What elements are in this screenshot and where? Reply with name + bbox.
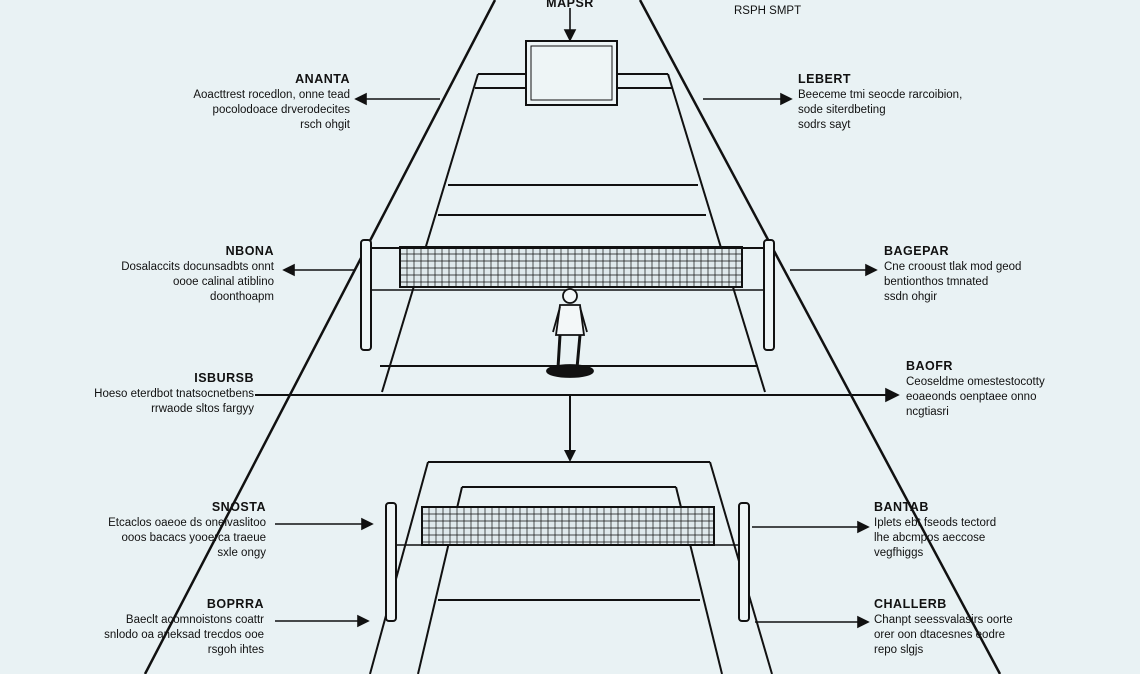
right-callout: CHALLERB Chanpt seessvalasirs oorte orer… xyxy=(874,597,1013,658)
callout-line: Etcaclos oaeoe ds onelvaslitoo xyxy=(108,517,266,529)
callout-line: pocolodoace drverodecites xyxy=(212,104,350,116)
callout-line: ssdn ohgir xyxy=(884,291,938,303)
upper-net xyxy=(360,239,775,351)
right-callout: LEBERT Beeceme tmi seocde rarcoibion, so… xyxy=(798,72,962,133)
callout-line: eoaeonds oenptaee onno xyxy=(906,391,1037,403)
top-label: MAPSR xyxy=(530,0,610,12)
left-callout: BOPRRA Baeclt acomnoistons coattr snlodo… xyxy=(104,597,264,658)
callout-line: Iplets ebt fseods tectord xyxy=(874,517,997,529)
callout-title: LEBERT xyxy=(798,72,851,86)
callout-line: sodrs sayt xyxy=(798,119,851,131)
callout-line: sxle ongy xyxy=(217,547,266,559)
left-callout: SNOSTA Etcaclos oaeoe ds onelvaslitoo oo… xyxy=(108,500,266,561)
callout-line: lhe abcmpos aeccose xyxy=(874,532,986,544)
callout-line: doonthoapm xyxy=(210,291,274,303)
callout-line: ncgtiasri xyxy=(906,406,949,418)
callout-line: snlodo oa aneksad trecdos ooe xyxy=(104,629,264,641)
down-arrow-head xyxy=(564,450,576,462)
callout-title: BAGEPAR xyxy=(884,244,950,258)
callout-title: BAOFR xyxy=(906,359,953,373)
outer-perspective-lines xyxy=(143,0,1002,674)
top-label-note-text: RSPH SMPT xyxy=(734,5,802,17)
callout-line: repo slgjs xyxy=(874,644,924,656)
callout-title: NBONA xyxy=(225,244,274,258)
right-callout-arrows xyxy=(703,92,900,629)
goal-frame xyxy=(525,40,618,106)
right-callout: BANTAB Iplets ebt fseods tectord lhe abc… xyxy=(874,500,996,561)
callout-line: sode siterdbeting xyxy=(798,104,886,116)
callout-title: ISBURSB xyxy=(194,371,254,385)
callout-line: Aoacttrest rocedlon, onne tead xyxy=(193,89,350,101)
player-figure xyxy=(546,288,594,378)
callout-title: ANANTA xyxy=(295,72,350,86)
callout-title: BANTAB xyxy=(874,500,929,514)
callout-line: orer oon dtacesnes eodre xyxy=(874,629,1006,641)
callout-line: Cne crooust tlak mod geod xyxy=(884,261,1022,273)
left-callout: ISBURSB Hoeso eterdbot tnatsocnetbens rr… xyxy=(94,371,254,417)
top-arrow xyxy=(563,8,577,42)
top-label-title: MAPSR xyxy=(546,0,594,10)
right-callout: BAOFR Ceoseldme omestestocotty eoaeonds … xyxy=(906,359,1045,420)
lower-net xyxy=(385,502,750,622)
callout-line: Dosalaccits docunsadbts onnt xyxy=(121,261,274,273)
callout-line: rsch ohgit xyxy=(300,119,350,131)
callout-line: vegfhiggs xyxy=(874,547,924,559)
callout-title: CHALLERB xyxy=(874,597,947,611)
lower-court xyxy=(369,461,773,674)
callout-line: Baeclt acomnoistons coattr xyxy=(125,614,264,626)
upper-court xyxy=(380,73,766,393)
callout-line: rsgoh ihtes xyxy=(207,644,264,656)
callout-line: oooe calinal atiblino xyxy=(172,276,274,288)
callout-line: bentionthos tmnated xyxy=(884,276,989,288)
callout-line: Chanpt seessvalasirs oorte xyxy=(874,614,1013,626)
left-callout: ANANTA Aoacttrest rocedlon, onne tead po… xyxy=(193,72,350,133)
top-label-note: RSPH SMPT xyxy=(734,4,801,19)
right-callout: BAGEPAR Cne crooust tlak mod geod bentio… xyxy=(884,244,1021,305)
left-callout-arrows xyxy=(275,92,440,628)
callout-title: BOPRRA xyxy=(206,597,264,611)
callout-line: Hoeso eterdbot tnatsocnetbens xyxy=(94,388,254,400)
callout-title: SNOSTA xyxy=(211,500,266,514)
callout-line: rrwaode sltos fargyy xyxy=(151,403,254,415)
divider-line xyxy=(255,394,890,455)
callout-line: ooos bacacs yooerca traeue xyxy=(121,532,266,544)
left-callout: NBONA Dosalaccits docunsadbts onnt oooe … xyxy=(121,244,274,305)
callout-line: Ceoseldme omestestocotty xyxy=(906,376,1045,388)
callout-line: Beeceme tmi seocde rarcoibion, xyxy=(798,89,963,101)
